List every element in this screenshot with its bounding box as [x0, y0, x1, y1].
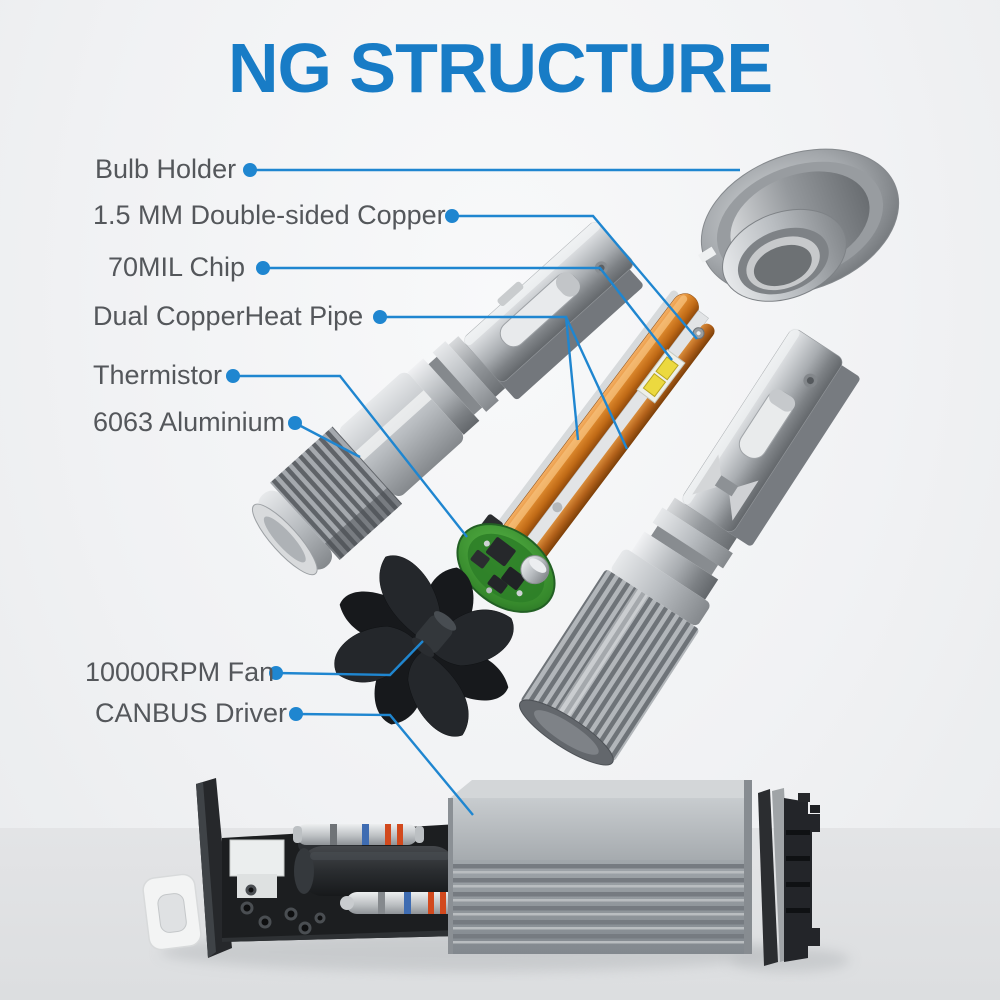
leader-dots	[226, 163, 459, 721]
leader-line-thermistor	[233, 374, 468, 538]
leader-dot-canbus	[289, 707, 303, 721]
leader-dot-chip	[256, 261, 270, 275]
label-fan: 10000RPM Fan	[85, 657, 275, 687]
leader-dot-aluminium	[288, 416, 302, 430]
heatsink-rail-part	[252, 221, 643, 576]
driver-pcb	[222, 824, 462, 942]
label-copper: 1.5 MM Double-sided Copper	[93, 200, 446, 230]
driver-aluminium-case	[448, 780, 752, 954]
label-thermistor: Thermistor	[93, 360, 223, 390]
heatsink-collar-rings	[407, 336, 506, 435]
page-title: NG STRUCTURE	[227, 29, 773, 107]
label-aluminium: 6063 Aluminium	[93, 407, 286, 437]
led-chip	[636, 349, 686, 404]
leader-dot-fan	[269, 666, 283, 680]
leader-dot-copper	[445, 209, 459, 223]
label-chip: 70MIL Chip	[108, 252, 246, 282]
driver-resistor-top	[293, 824, 424, 845]
assembled-bulb-part	[519, 328, 860, 766]
leader-lines	[233, 168, 740, 816]
holder-notch	[698, 246, 717, 263]
label-bulb-holder: Bulb Holder	[95, 154, 237, 184]
copper-heat-pipe-part	[488, 290, 715, 579]
canbus-driver-part	[142, 778, 850, 972]
leader-line-canbus	[295, 712, 474, 816]
thermistor-pcb-part	[456, 514, 556, 613]
bulb-holder-part	[698, 148, 900, 302]
label-heat-pipe: Dual CopperHeat Pipe	[93, 301, 364, 331]
leader-dot-heat-pipe	[373, 310, 387, 324]
leader-dot-bulb-holder	[243, 163, 257, 177]
leader-line-aluminium	[294, 421, 361, 459]
leader-line-copper	[452, 214, 698, 340]
leader-dot-thermistor	[226, 369, 240, 383]
leader-line-chip	[263, 266, 673, 361]
driver-resistor-bottom	[340, 892, 462, 914]
driver-connector-end	[758, 788, 820, 966]
cooling-fan-part	[334, 555, 514, 737]
leader-line-heat-pipe	[380, 315, 629, 450]
driver-mount-tab	[142, 873, 202, 951]
leader-line-fan	[275, 640, 424, 677]
label-canbus: CANBUS Driver	[95, 698, 288, 728]
